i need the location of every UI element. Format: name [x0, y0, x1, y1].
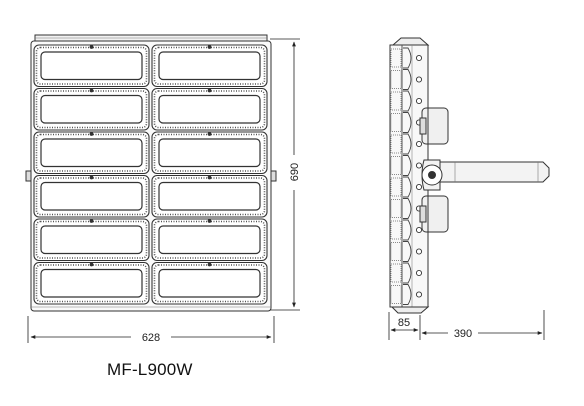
side-lens-edge	[390, 220, 402, 240]
fin-segment	[403, 133, 412, 155]
fin-segment	[403, 90, 412, 112]
fin-segment	[403, 155, 412, 176]
side-bolt	[415, 140, 423, 148]
fin-segment	[403, 47, 412, 69]
fin-segment	[403, 262, 412, 284]
side-lens-edge	[390, 285, 402, 304]
led-lens	[40, 51, 143, 81]
side-lens-edge	[390, 263, 402, 283]
led-lens	[40, 181, 143, 211]
front-width-dimension	[27, 316, 275, 343]
side-bolt	[415, 162, 423, 169]
side-lens-edge	[390, 134, 402, 154]
led-lens	[158, 94, 261, 124]
fin-segment	[403, 69, 412, 90]
led-lens	[158, 51, 261, 81]
module-screw	[207, 175, 212, 180]
module-screw	[207, 262, 212, 267]
side-lens-edge	[390, 48, 402, 68]
fin-segment	[403, 241, 412, 262]
led-module-grid	[33, 44, 268, 305]
module-screw	[89, 88, 94, 93]
fin-segment	[403, 176, 412, 198]
fin-segment	[403, 219, 412, 241]
module-screw	[207, 132, 212, 136]
fin-segment	[403, 112, 412, 133]
side-bolt	[415, 269, 423, 277]
fin-segment	[403, 284, 412, 305]
module-screw	[89, 219, 94, 223]
fin-segment	[403, 198, 412, 219]
side-lens-edge	[390, 199, 402, 218]
front-width-value: 628	[142, 332, 160, 344]
side-lens-edge	[390, 242, 402, 261]
side-bracket-value: 390	[454, 328, 472, 340]
side-bolt	[415, 248, 423, 255]
side-bracket-dimension	[421, 310, 545, 340]
led-lens	[40, 94, 143, 124]
side-bolt	[415, 291, 423, 298]
module-screw	[207, 219, 212, 223]
side-bolt	[415, 183, 423, 191]
side-lens-edge	[390, 70, 402, 89]
module-screw	[89, 132, 94, 136]
led-lens	[158, 181, 261, 211]
side-depth-value: 85	[398, 317, 410, 329]
led-lens	[40, 268, 143, 298]
led-lens	[158, 225, 261, 255]
module-screw	[207, 88, 212, 93]
led-lens	[40, 138, 143, 168]
model-name: MF-L900W	[107, 360, 193, 379]
module-screw	[89, 45, 94, 49]
side-bolt	[415, 97, 423, 105]
side-depth-dimension	[388, 312, 421, 340]
module-screw	[89, 262, 94, 267]
led-lens	[158, 268, 261, 298]
front-height-value: 690	[289, 163, 301, 181]
front-view	[25, 34, 277, 312]
side-lens-edge	[390, 177, 402, 197]
side-bolt	[415, 226, 423, 234]
side-bolt	[415, 54, 423, 62]
side-lens-edge	[390, 91, 402, 111]
side-bolt	[415, 76, 423, 83]
module-screw	[207, 45, 212, 49]
module-screw	[89, 175, 94, 180]
side-lens-edge	[390, 113, 402, 132]
mounting-bracket	[421, 159, 550, 191]
front-height-dimension	[270, 38, 300, 311]
led-lens	[40, 225, 143, 255]
side-lens-edge	[390, 156, 402, 175]
led-lens	[158, 138, 261, 168]
side-view	[389, 37, 550, 314]
